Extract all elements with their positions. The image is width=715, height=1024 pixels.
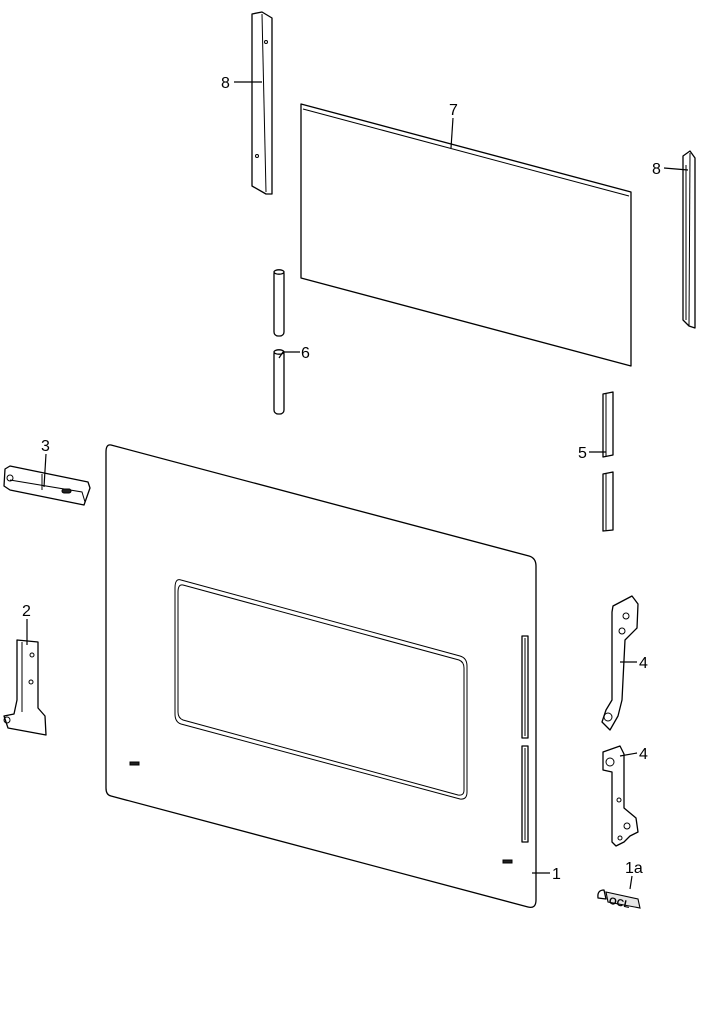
hinge-bracket-upper-right [601,595,639,731]
leader-lines [26,81,689,890]
callout-3: 3 [41,438,50,455]
hinge-bracket-left [3,639,47,736]
top-bracket-left [3,465,91,506]
callout-1: 1 [552,866,561,883]
callout-8-right: 8 [652,161,661,178]
callout-5: 5 [578,445,587,462]
spacer-rods-left [273,269,285,415]
callout-1a: 1a [625,860,643,877]
logo-badge: OCL [597,889,641,911]
hinge-bracket-lower-right [602,745,639,847]
side-trim-left [251,11,273,195]
logo-text: OCL [608,896,631,911]
side-trim-right [682,150,696,329]
outer-door-glass [105,444,537,908]
spacer-strips-right [602,391,614,532]
inner-glass-panel [300,103,632,367]
callout-8-left: 8 [221,75,230,92]
callout-7: 7 [449,102,458,119]
callout-4-lower: 4 [639,746,648,763]
callout-2: 2 [22,603,31,620]
callout-4-upper: 4 [639,655,648,672]
callout-6: 6 [301,345,310,362]
